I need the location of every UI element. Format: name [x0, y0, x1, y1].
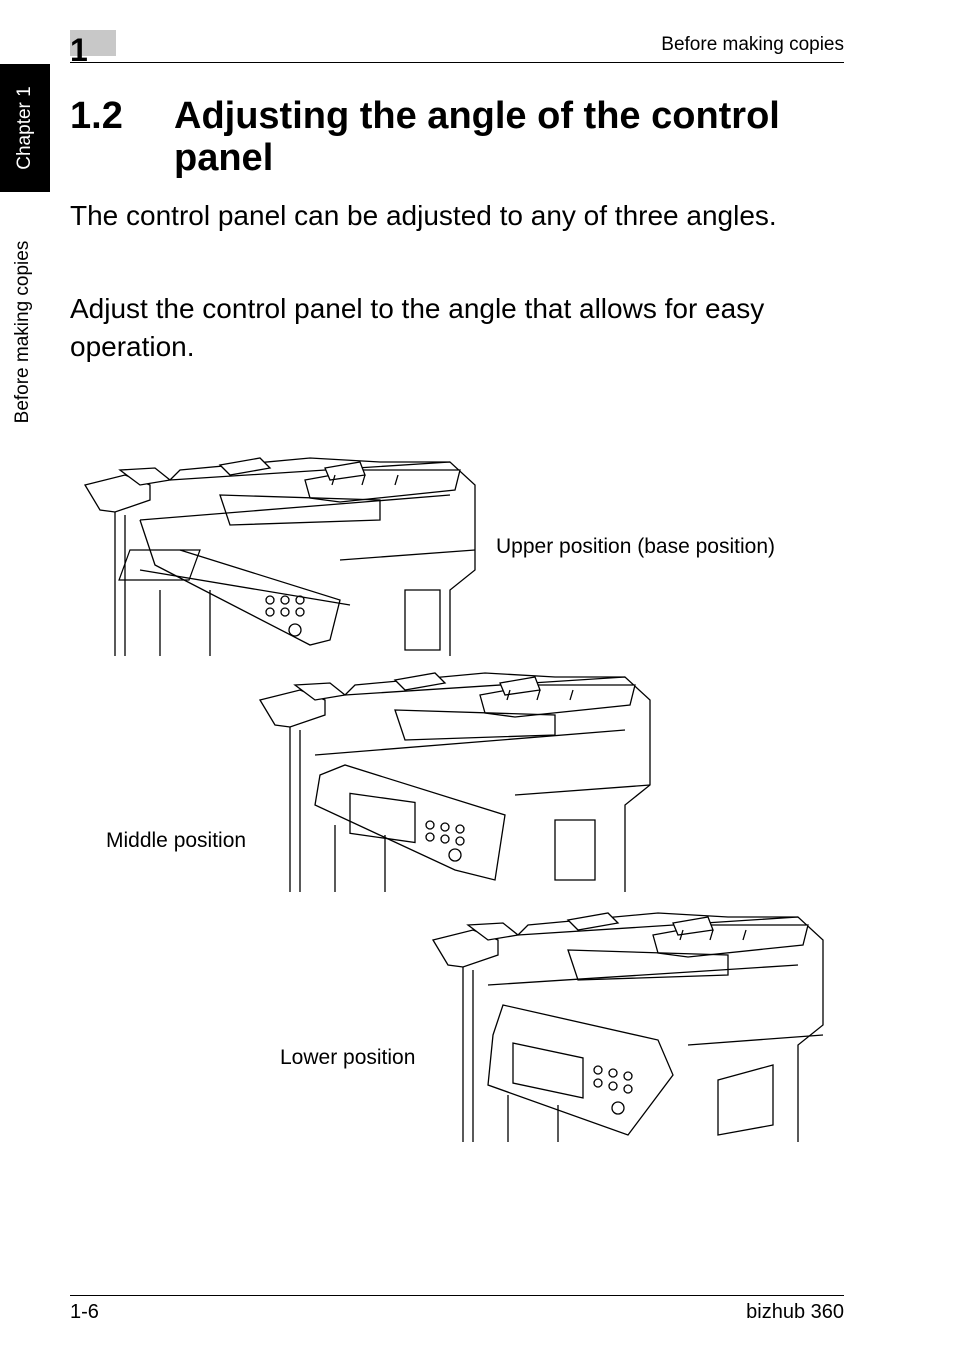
page-number: 1-6	[70, 1301, 99, 1323]
header-rule	[70, 62, 844, 63]
instruction-paragraph: Adjust the control panel to the angle th…	[70, 293, 765, 362]
copier-upper-position-illustration	[83, 457, 476, 656]
chapter-number: 1	[70, 32, 88, 68]
intro-paragraph: The control panel can be adjusted to any…	[70, 200, 777, 231]
side-chapter-tab	[0, 64, 50, 192]
product-name: bizhub 360	[746, 1301, 844, 1323]
caption-middle-position: Middle position	[106, 829, 247, 852]
running-header-title: Before making copies	[661, 34, 844, 55]
caption-upper-position: Upper position (base position)	[496, 535, 775, 558]
section-title: Adjusting the angle of the control panel	[174, 95, 780, 179]
section-number: 1.2	[70, 95, 123, 137]
chapter-number-box	[70, 30, 116, 56]
side-chapter-label: Chapter 1	[14, 86, 35, 170]
footer-rule	[70, 1295, 844, 1296]
caption-lower-position: Lower position	[280, 1046, 416, 1069]
copier-lower-position-illustration	[431, 912, 824, 1142]
side-section-label: Before making copies	[12, 240, 33, 424]
copier-middle-position-illustration	[258, 672, 651, 892]
